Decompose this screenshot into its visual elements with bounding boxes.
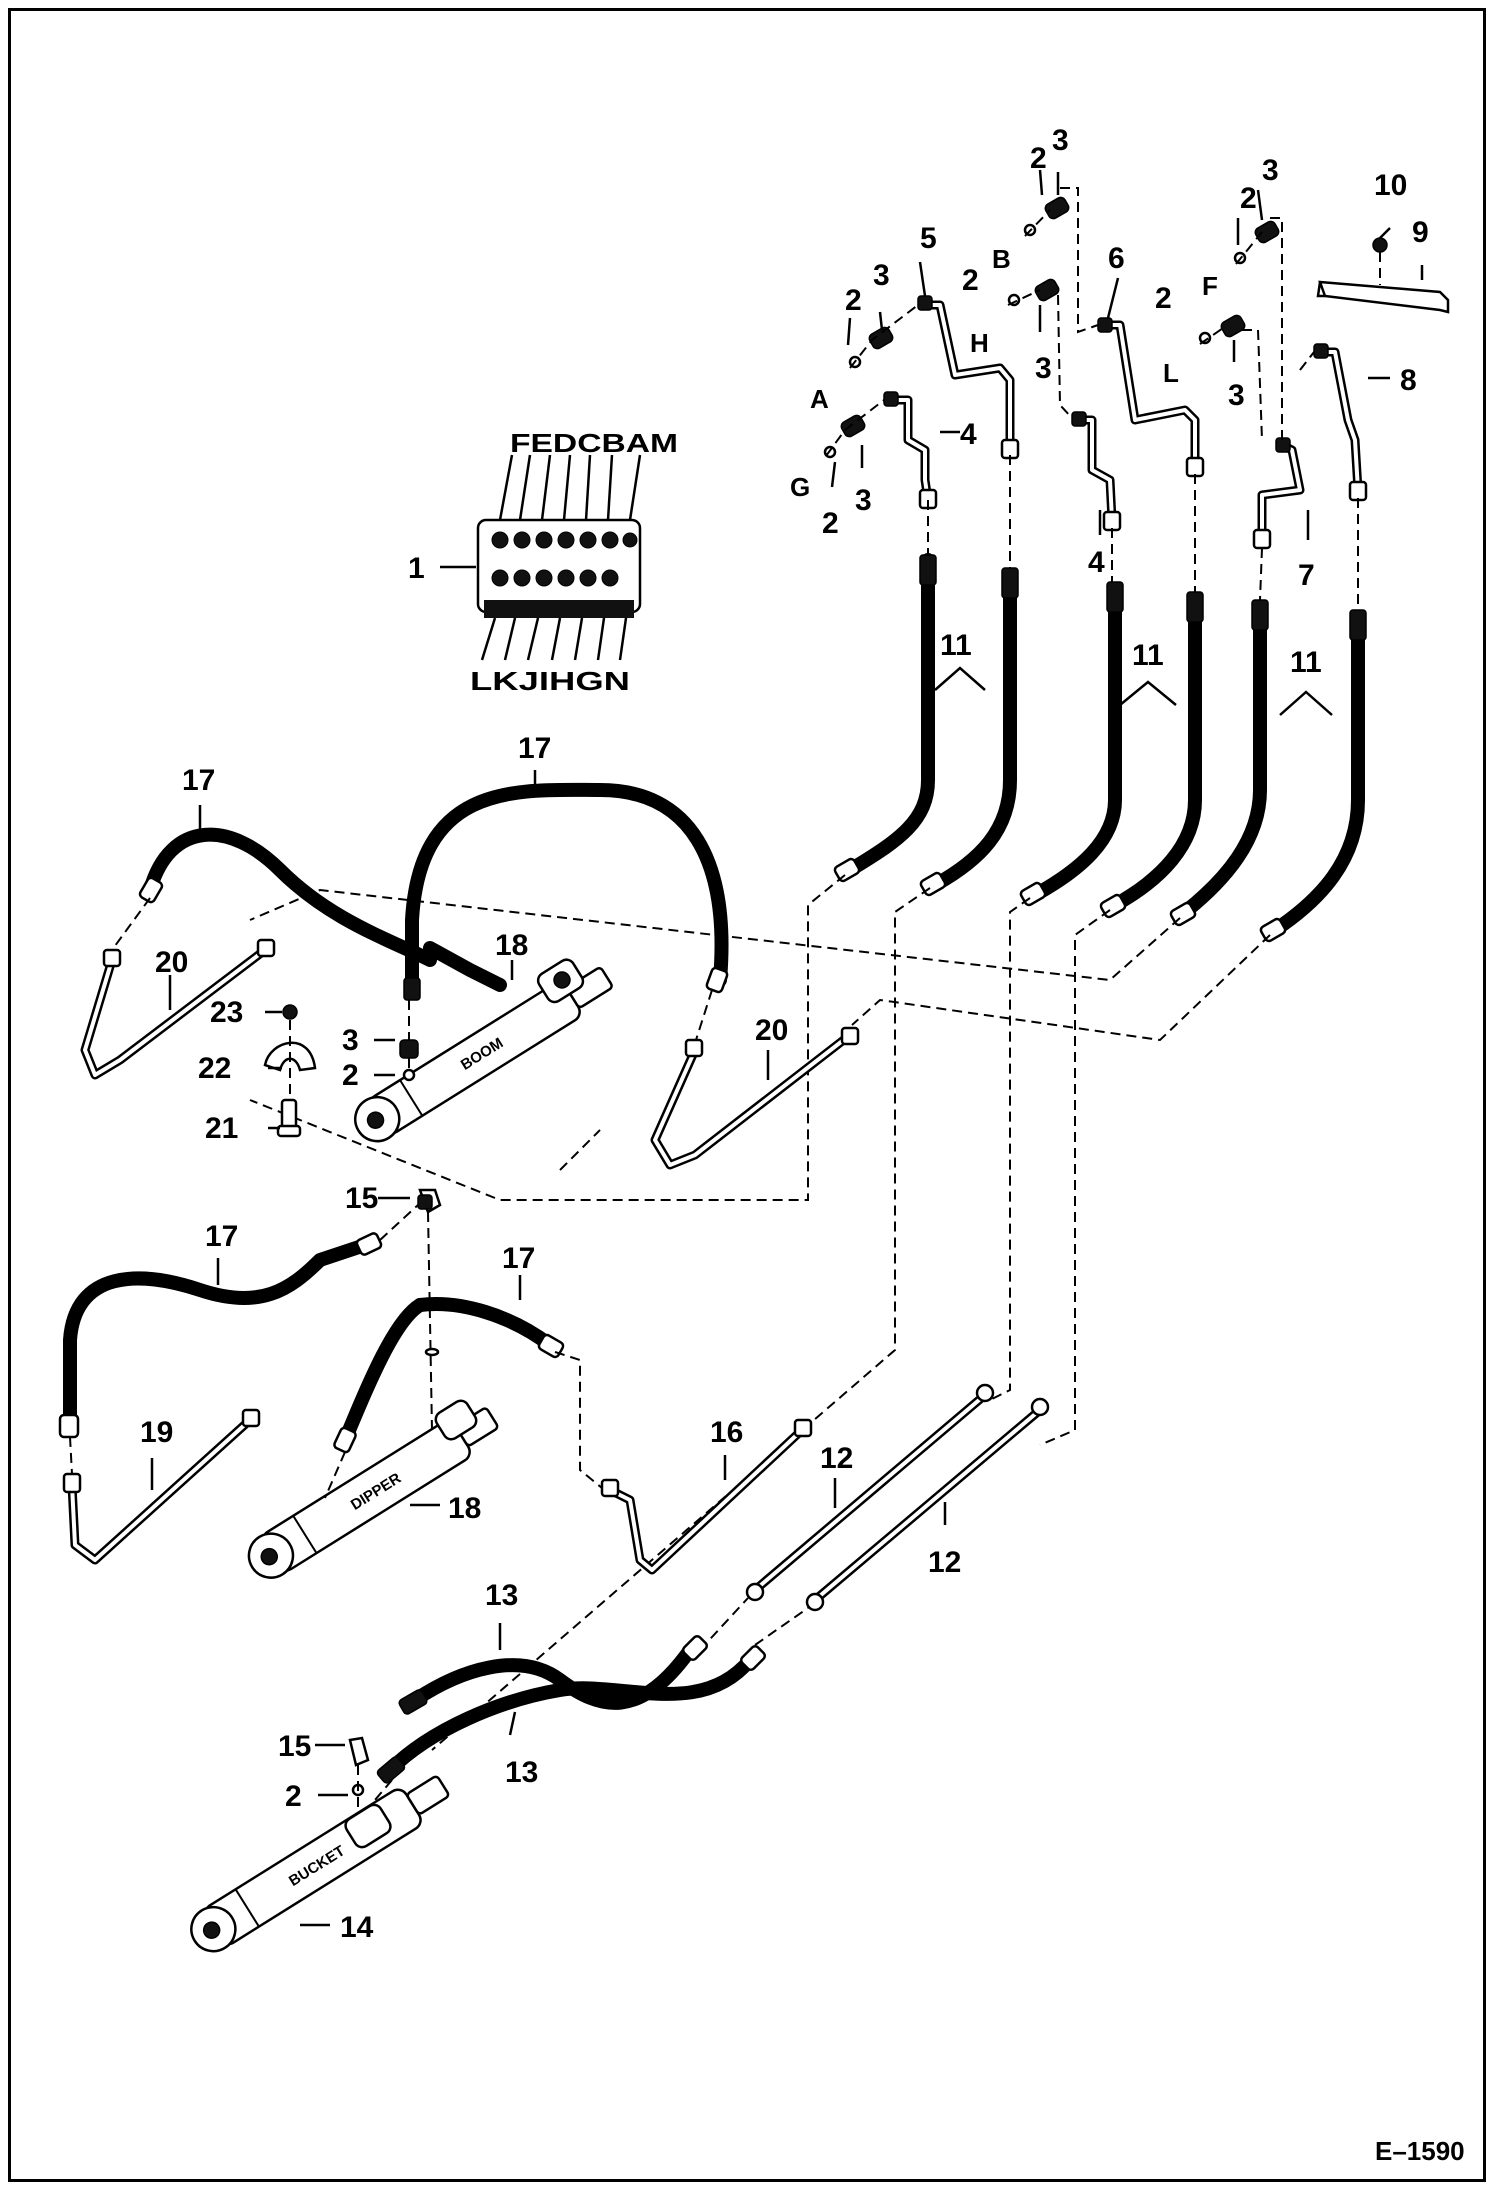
callout-13: 13 (505, 1756, 538, 1789)
control-valve (440, 454, 642, 661)
callout-15: 15 (278, 1730, 311, 1763)
callout-4: 4 (1088, 546, 1105, 579)
callout-6: 6 (1108, 242, 1125, 275)
callout-2: 2 (1155, 282, 1172, 315)
callout-14: 14 (340, 1911, 374, 1944)
adapter-fittings (823, 187, 1315, 459)
port-g: G (790, 472, 810, 502)
callout-3: 3 (873, 259, 890, 292)
callout-16: 16 (710, 1416, 743, 1449)
callout-18: 18 (448, 1492, 481, 1525)
callout-9: 9 (1412, 216, 1429, 249)
callout-11: 11 (1132, 639, 1164, 672)
callout-10: 10 (1374, 169, 1407, 202)
callout-20: 20 (755, 1014, 788, 1047)
callout-13: 13 (485, 1579, 518, 1612)
callout-22: 22 (198, 1052, 231, 1085)
callout-20: 20 (155, 946, 188, 979)
callout-11: 11 (1290, 646, 1322, 679)
callout-12: 12 (820, 1442, 853, 1475)
callout-3: 3 (1052, 124, 1069, 157)
bucket-group: BUCKET (190, 1383, 1050, 1953)
callout-5: 5 (920, 222, 937, 255)
callout-19: 19 (140, 1416, 173, 1449)
port-l: L (1163, 358, 1179, 388)
callout-8: 8 (1400, 364, 1417, 397)
callout-3: 3 (342, 1024, 359, 1057)
callout-1: 1 (408, 552, 425, 585)
port-f: F (1202, 271, 1218, 301)
callout-2: 2 (845, 284, 862, 317)
callout-4: 4 (960, 418, 977, 451)
valve-ports-bottom: LKJIHGN (470, 666, 630, 696)
routing-lines (249, 874, 1271, 1751)
callout-17: 17 (182, 764, 215, 797)
callout-17: 17 (502, 1242, 535, 1275)
valve-ports-top: FEDCBAM (510, 428, 678, 458)
callout-2: 2 (822, 507, 839, 540)
diagram-frame (8, 8, 1486, 2182)
callout-12: 12 (928, 1546, 961, 1579)
callout-3: 3 (855, 484, 872, 517)
callout-21: 21 (205, 1112, 238, 1145)
leader-lines (150, 169, 1424, 1927)
callout-2: 2 (342, 1059, 359, 1092)
callout-2: 2 (1240, 182, 1257, 215)
callout-3: 3 (1228, 379, 1245, 412)
callout-2: 2 (962, 264, 979, 297)
callout-3: 3 (1035, 352, 1052, 385)
port-h: H (970, 328, 989, 358)
drawing-number: E–1590 (1375, 2136, 1465, 2166)
callout-15: 15 (345, 1182, 378, 1215)
bracket-9 (1316, 237, 1450, 314)
callout-2: 2 (285, 1780, 302, 1813)
hoses-11 (833, 455, 1367, 943)
callout-17: 17 (205, 1220, 238, 1253)
callout-7: 7 (1298, 559, 1315, 592)
callout-18: 18 (495, 929, 528, 962)
callout-2: 2 (1030, 142, 1047, 175)
dipper-group: DIPPER (58, 1188, 813, 1579)
valve-tubes (883, 295, 1368, 550)
callout-3: 3 (1262, 154, 1279, 187)
callout-17: 17 (518, 732, 551, 765)
callouts: 1 2 3 5 4 2 3 2 3 2 3 6 4 2 3 2 3 7 8 9 … (140, 124, 1429, 1944)
callout-11: 11 (940, 629, 972, 662)
boom-group: BOOM (80, 782, 860, 1170)
port-a: A (810, 384, 829, 414)
port-b: B (992, 244, 1011, 274)
callout-23: 23 (210, 996, 243, 1029)
